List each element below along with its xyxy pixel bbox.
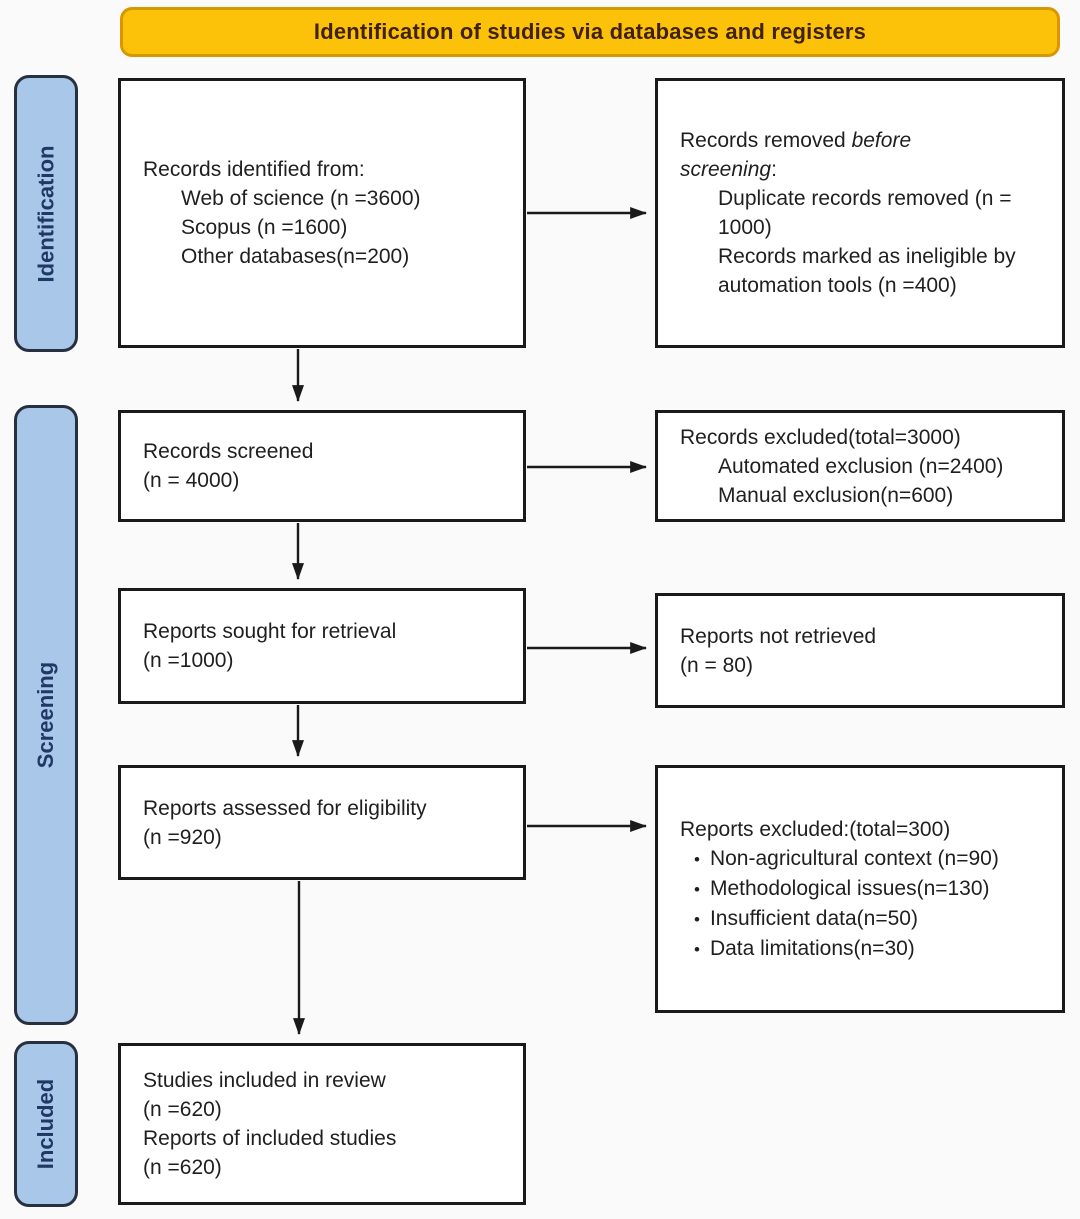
reports-assessed-line: Reports assessed for eligibility [143,796,427,820]
records-screened-line: Records screened [143,440,314,463]
records-excluded-item: Automated exclusion (n=2400) [718,454,1004,478]
diagram-title: Identification of studies via databases … [313,19,867,44]
box-records-identified: Records identified from: Web of science … [118,78,526,348]
records-identified-item: Web of science (n =3600) [181,187,421,210]
reports-not-retrieved-line: Reports not retrieved [680,624,877,648]
records-excluded-item: Manual exclusion(n=600) [718,483,954,507]
stage-included: Included [14,1041,78,1207]
box-reports-assessed: Reports assessed for eligibility (n =920… [118,765,526,880]
records-identified-item: Other databases(n=200) [181,245,410,268]
records-excluded-heading: Records excluded(total=3000) [680,425,961,449]
reports-sought-line: Reports sought for retrieval [143,620,397,643]
reports-included-line: Reports of included studies [143,1127,397,1150]
box-reports-excluded: Reports excluded:(total=300) Non-agricul… [655,765,1065,1013]
reports-included-count: (n =620) [143,1156,222,1179]
stage-identification: Identification [14,75,78,352]
studies-included-line: Studies included in review [143,1069,386,1092]
reports-not-retrieved-count: (n = 80) [680,653,753,677]
records-screened-count: (n = 4000) [143,469,240,492]
reports-excluded-heading: Reports excluded:(total=300) [680,817,951,841]
stage-identification-label: Identification [33,145,59,282]
reports-excluded-item: Data limitations(n=30) [694,934,1048,964]
box-reports-not-retrieved: Reports not retrieved (n = 80) [655,593,1065,708]
studies-included-count: (n =620) [143,1098,222,1121]
box-records-screened: Records screened (n = 4000) [118,410,526,522]
box-records-removed: Records removed before screening: Duplic… [655,78,1065,348]
reports-assessed-count: (n =920) [143,825,222,849]
records-removed-heading: Records removed before screening: [680,129,912,181]
stage-included-label: Included [33,1078,59,1170]
reports-sought-count: (n =1000) [143,649,234,672]
stage-screening: Screening [14,405,78,1025]
reports-excluded-item: Methodological issues(n=130) [694,874,1048,904]
records-removed-item: Duplicate records removed (n = 1000) [718,187,1012,239]
records-identified-heading: Records identified from: [143,158,365,181]
reports-excluded-item: Non-agricultural context (n=90) [694,844,1048,874]
box-reports-sought: Reports sought for retrieval (n =1000) [118,588,526,704]
records-identified-item: Scopus (n =1600) [181,216,348,239]
diagram-title-banner: Identification of studies via databases … [120,7,1060,57]
records-removed-item: Records marked as ineligible by automati… [718,245,1016,297]
box-records-excluded: Records excluded(total=3000) Automated e… [655,410,1065,522]
stage-screening-label: Screening [33,661,58,769]
box-studies-included: Studies included in review (n =620) Repo… [118,1043,526,1205]
reports-excluded-item: Insufficient data(n=50) [694,904,1048,934]
